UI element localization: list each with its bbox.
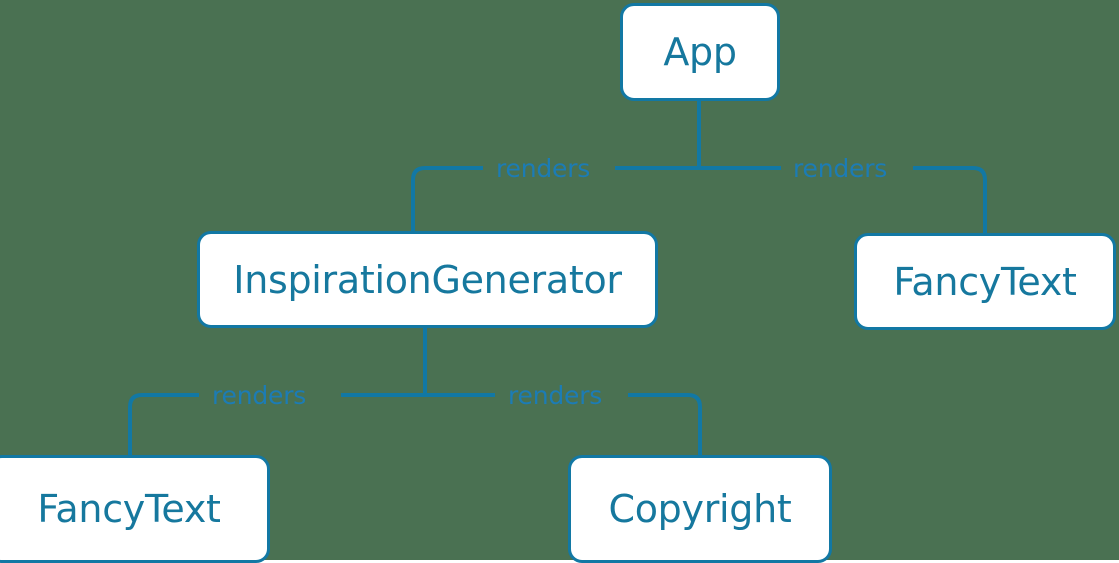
node-inspirationgenerator-label: InspirationGenerator	[233, 257, 622, 302]
edge-label-inspirationgenerator-to-copyright: renders	[508, 381, 603, 410]
edge-label-inspirationgenerator-to-fancytext: renders	[212, 381, 307, 410]
node-fancytext-left-label: FancyText	[37, 487, 221, 531]
node-copyright-label: Copyright	[608, 487, 792, 531]
node-copyright[interactable]: Copyright	[568, 455, 832, 563]
edge-label-app-to-inspirationgenerator: renders	[496, 154, 591, 183]
edge-app-to-fancytext-right	[913, 166, 987, 233]
node-fancytext-left[interactable]: FancyText	[0, 455, 270, 563]
node-app[interactable]: App	[620, 3, 780, 101]
node-fancytext-right-label: FancyText	[893, 259, 1077, 304]
edge-inspirationgenerator-to-fancytext-right	[128, 393, 199, 455]
edge-app-to-inspirationgenerator-right	[411, 166, 483, 231]
edge-inspirationgenerator-to-copyright-right	[628, 393, 702, 455]
node-app-label: App	[663, 30, 737, 74]
node-inspirationgenerator[interactable]: InspirationGenerator	[197, 231, 658, 328]
node-fancytext-right[interactable]: FancyText	[854, 233, 1116, 330]
edge-label-app-to-fancytext: renders	[793, 154, 888, 183]
